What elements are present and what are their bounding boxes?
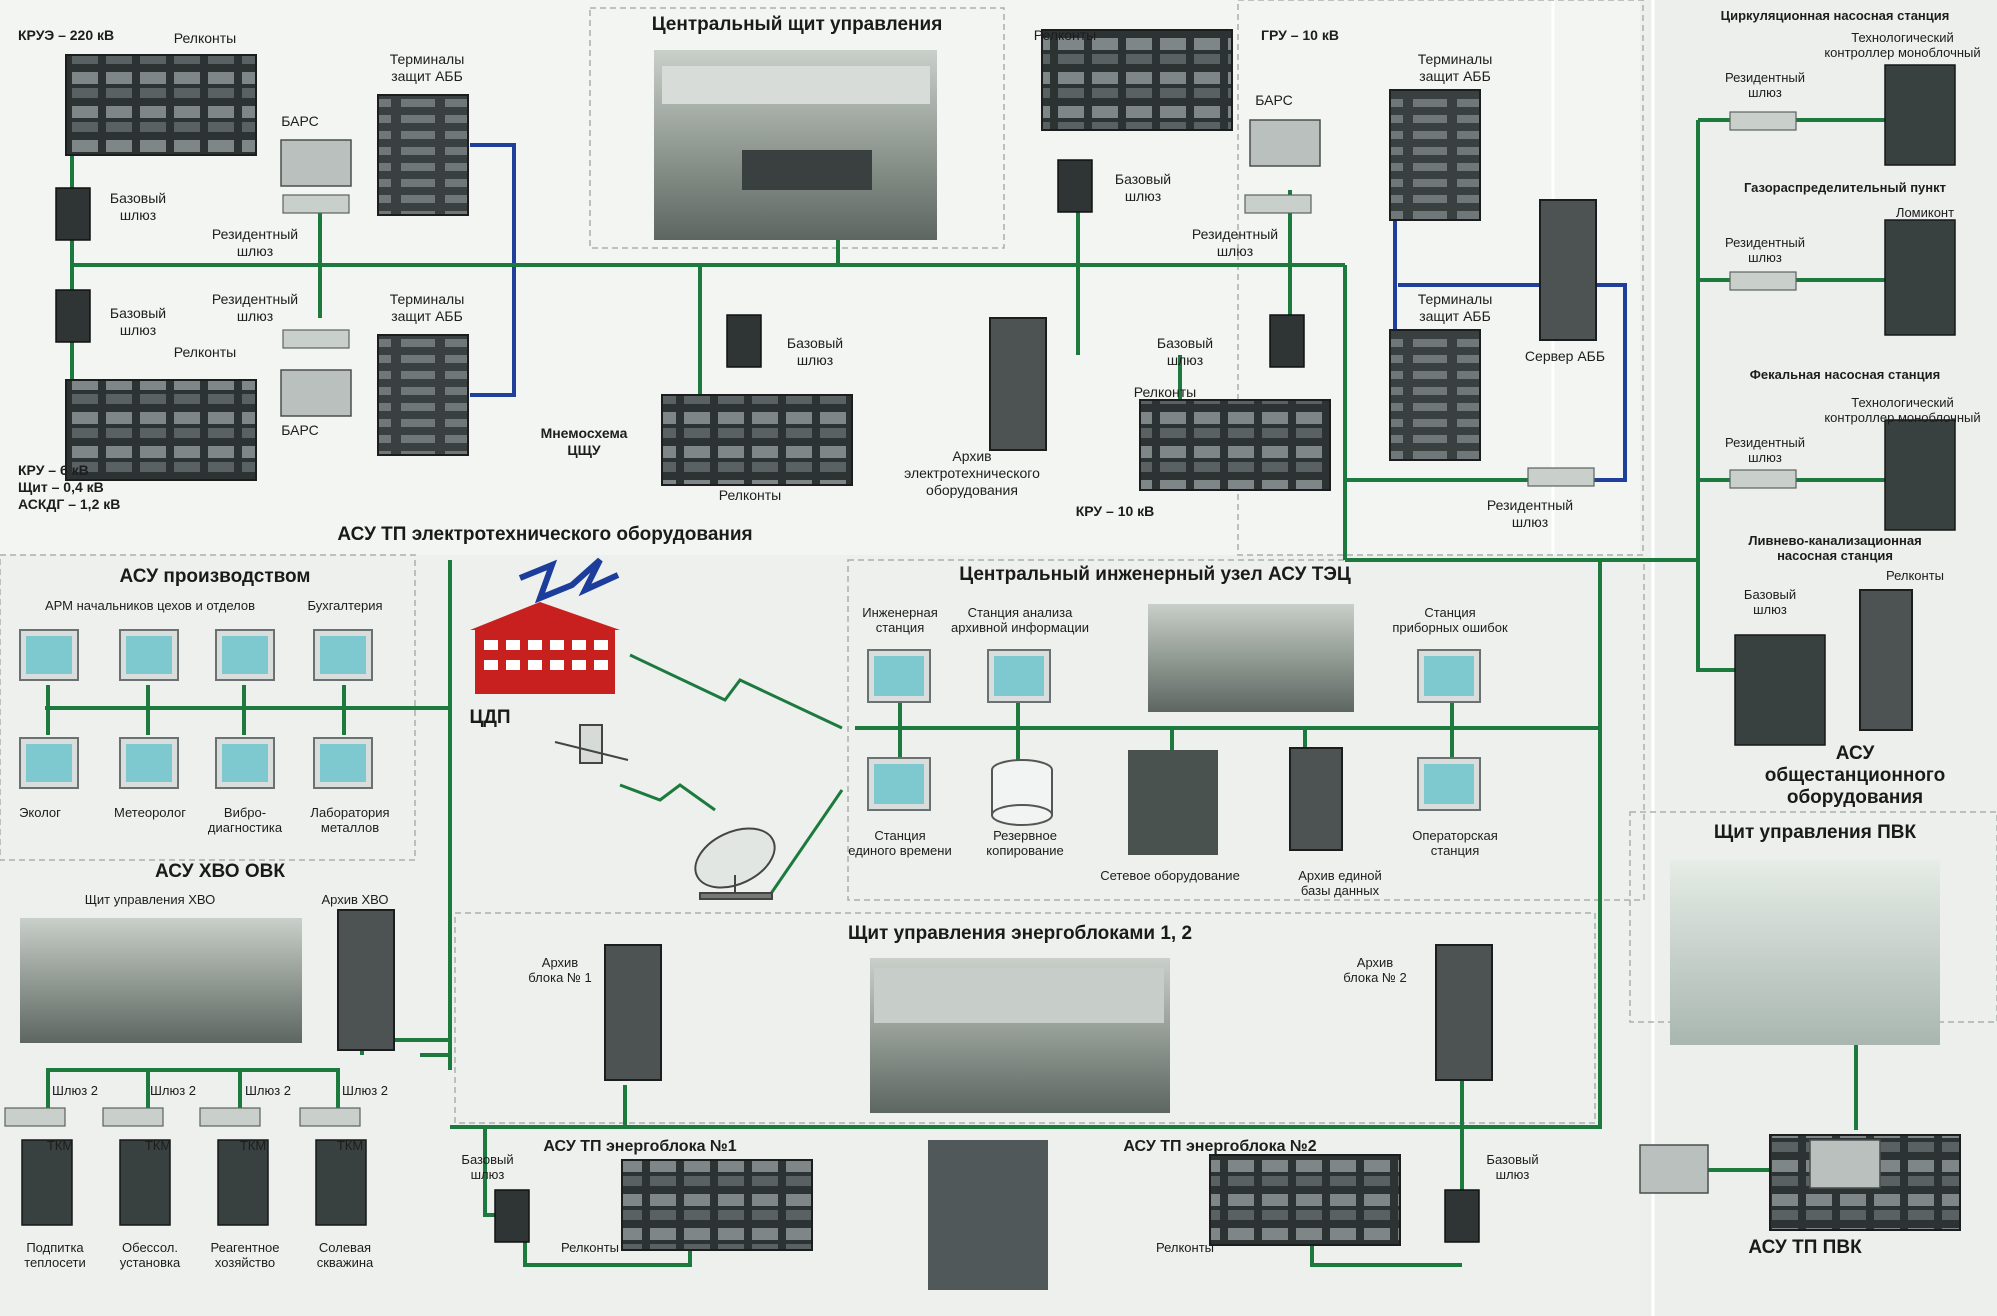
res-gw-label-7: Резидентный шлюз [1710, 435, 1820, 465]
unit2-title: АСУ ТП энергоблока №2 [1115, 1137, 1325, 1156]
tkm-label-4: ТКМ [325, 1138, 375, 1153]
gw2-label-1: Шлюз 2 [35, 1083, 115, 1098]
base-gw-label-2: Базовый шлюз [98, 305, 178, 339]
gw2-label-2: Шлюз 2 [133, 1083, 213, 1098]
central-panel-title: Центральный щит управления [600, 14, 994, 36]
db-archive-label: Архив единой базы данных [1270, 868, 1410, 898]
pvk-asu-title: АСУ ТП ПВК [1705, 1237, 1905, 1259]
desalt-label: Обессол. установка [100, 1240, 200, 1270]
hvo-panel-label: Щит управления ХВО [50, 892, 250, 907]
meteo-label: Метеоролог [95, 805, 205, 820]
hvo-section-title: АСУ ХВО ОВК [110, 861, 330, 883]
relay-label-1: Релконты [160, 30, 250, 47]
res-gw-label-3: Резидентный шлюз [1180, 226, 1290, 260]
network-eq-label: Сетевое оборудование [1080, 868, 1260, 883]
base-gw-label-7: Базовый шлюз [445, 1152, 530, 1182]
gru10-label: ГРУ – 10 кВ [1240, 27, 1360, 44]
base-gw-label-4: Базовый шлюз [1098, 171, 1188, 205]
abb-term-label-4: Терминалы защит АББ [1400, 291, 1510, 325]
base-gw-label-5: Базовый шлюз [1140, 335, 1230, 369]
tkm-label-2: ТКМ [133, 1138, 183, 1153]
res-gw-label-6: Резидентный шлюз [1710, 235, 1820, 265]
tkm-label-3: ТКМ [228, 1138, 278, 1153]
salt-well-label: Солевая скважина [295, 1240, 395, 1270]
vibro-label: Вибро- диагностика [195, 805, 295, 835]
ecolog-label: Эколог [5, 805, 75, 820]
operator-station-label: Операторская станция [1390, 828, 1520, 858]
relay-label-4: Релконты [1020, 27, 1110, 44]
mnemo-label: Мнемосхема ЦЩУ [524, 425, 644, 459]
heat-feed-label: Подпитка теплосети [5, 1240, 105, 1270]
backup-label: Резервное копирование [965, 828, 1085, 858]
reagent-label: Реагентное хозяйство [195, 1240, 295, 1270]
lomikont-label: Ломиконт [1880, 205, 1970, 220]
production-section-title: АСУ производством [80, 566, 350, 588]
station-common-title: АСУ общестанционного оборудования [1735, 743, 1975, 809]
pvk-panel-title: Щит управления ПВК [1680, 822, 1950, 844]
storm-pump-label: Ливнево-канализационная насосная станция [1700, 533, 1970, 563]
base-gw-label-3: Базовый шлюз [770, 335, 860, 369]
res-gw-label-5: Резидентный шлюз [1710, 70, 1820, 100]
fecal-pump-label: Фекальная насосная станция [1700, 367, 1990, 382]
bars-label-2: БАРС [270, 422, 330, 439]
abb-server-label: Сервер АББ [1510, 348, 1620, 365]
electrical-section-title: АСУ ТП электротехнического оборудования [310, 524, 780, 546]
cdp-label: ЦДП [460, 707, 520, 729]
base-gw-label-1: Базовый шлюз [98, 190, 178, 224]
gw2-label-3: Шлюз 2 [228, 1083, 308, 1098]
bars-label-3: БАРС [1244, 92, 1304, 109]
gas-point-label: Газораспределительный пункт [1700, 180, 1990, 195]
relay-label-8: Релконты [1140, 1240, 1230, 1255]
backup-drums [992, 760, 1052, 825]
res-gw-label-4: Резидентный шлюз [1470, 497, 1590, 531]
relay-label-7: Релконты [545, 1240, 635, 1255]
relay-label-5: Релконты [1120, 384, 1210, 401]
device-errors-label: Станция приборных ошибок [1375, 605, 1525, 635]
accounting-label: Бухгалтерия [290, 598, 400, 613]
base-gw-label-6: Базовый шлюз [1730, 587, 1810, 617]
relay-label-2: Релконты [160, 344, 250, 361]
res-gw-label-1: Резидентный шлюз [205, 226, 305, 260]
time-station-label: Станция единого времени [840, 828, 960, 858]
archive-analysis-label: Станция анализа архивной информации [945, 605, 1095, 635]
metal-lab-label: Лаборатория металлов [295, 805, 405, 835]
eng-station-label: Инженерная станция [845, 605, 955, 635]
abb-term-label-2: Терминалы защит АББ [372, 291, 482, 325]
hvo-archive-label: Архив ХВО [310, 892, 400, 907]
base-gw-label-8: Базовый шлюз [1470, 1152, 1555, 1182]
kru10-label: КРУ – 10 кВ [1055, 503, 1175, 520]
abb-term-label-3: Терминалы защит АББ [1400, 51, 1510, 85]
archive-b1-label: Архив блока № 1 [505, 955, 615, 985]
archive-el-label: Архив электротехнического оборудования [882, 448, 1062, 499]
circ-pump-label: Циркуляционная насосная станция [1680, 8, 1990, 23]
unit1-title: АСУ ТП энергоблока №1 [535, 1137, 745, 1156]
relay-label-3: Релконты [705, 487, 795, 504]
bars-label-1: БАРС [270, 113, 330, 130]
gw2-label-4: Шлюз 2 [325, 1083, 405, 1098]
archive-b2-label: Архив блока № 2 [1320, 955, 1430, 985]
unit-panel-title: Щит управления энергоблоками 1, 2 [820, 923, 1220, 945]
kru220-label: КРУЭ – 220 кВ [18, 27, 168, 44]
kru6-label: КРУ – 6 кВ Щит – 0,4 кВ АСКДГ – 1,2 кВ [18, 462, 198, 513]
abb-term-label-1: Терминалы защит АББ [372, 51, 482, 85]
engineering-node-title: Центральный инженерный узел АСУ ТЭЦ [920, 564, 1390, 586]
tech-ctrl-label-2: Технологический контроллер моноблочный [1810, 395, 1995, 425]
res-gw-label-2: Резидентный шлюз [205, 291, 305, 325]
relay-label-6: Релконты [1870, 568, 1960, 583]
tkm-label-1: ТКМ [35, 1138, 85, 1153]
tech-ctrl-label-1: Технологический контроллер моноблочный [1810, 30, 1995, 60]
arm-label: АРМ начальников цехов и отделов [20, 598, 280, 613]
